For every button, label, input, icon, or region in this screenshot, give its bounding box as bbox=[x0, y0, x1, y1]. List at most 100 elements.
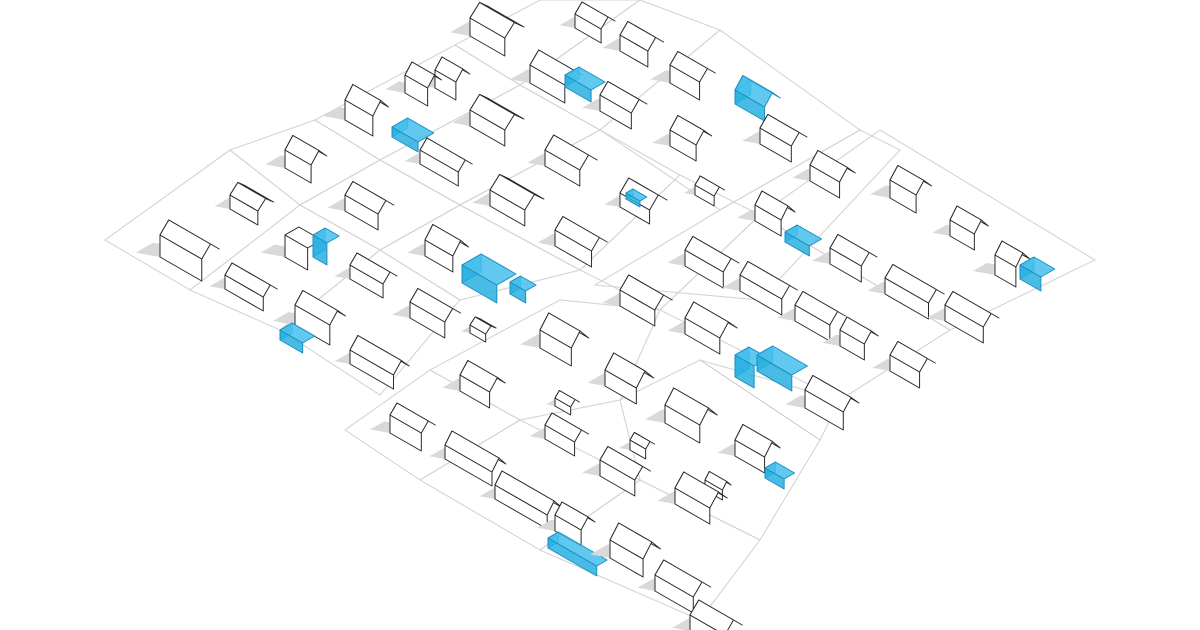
house bbox=[392, 288, 461, 339]
house bbox=[792, 150, 856, 199]
highlighted-addition bbox=[1019, 256, 1056, 292]
house bbox=[323, 84, 389, 137]
roof-front bbox=[689, 599, 734, 630]
roof-front bbox=[754, 190, 789, 221]
roof-front bbox=[599, 81, 640, 114]
roof-front bbox=[704, 471, 728, 491]
flat-roof bbox=[312, 227, 340, 244]
house bbox=[404, 137, 473, 187]
house bbox=[785, 375, 860, 431]
roof-front bbox=[554, 501, 589, 531]
roof-front bbox=[434, 56, 464, 83]
house bbox=[684, 175, 726, 207]
roof-front bbox=[159, 219, 211, 260]
flat-roof bbox=[764, 461, 796, 480]
roof-front bbox=[809, 150, 848, 183]
house bbox=[260, 226, 323, 271]
house bbox=[602, 21, 664, 68]
house bbox=[777, 291, 846, 342]
house bbox=[472, 174, 545, 227]
house bbox=[867, 264, 945, 320]
roof-front bbox=[284, 135, 320, 166]
roof-front bbox=[654, 559, 703, 598]
house bbox=[722, 261, 798, 316]
roof-front bbox=[404, 61, 436, 89]
roof-front bbox=[694, 175, 720, 197]
highlighted-addition bbox=[784, 224, 823, 257]
roof-front bbox=[794, 291, 839, 326]
roof-front bbox=[489, 174, 535, 211]
house bbox=[652, 115, 713, 162]
roof-front bbox=[669, 115, 705, 146]
house bbox=[637, 559, 712, 614]
house bbox=[370, 402, 436, 452]
roof-front bbox=[804, 375, 852, 413]
house bbox=[510, 49, 583, 104]
lot-outline bbox=[453, 0, 641, 86]
house bbox=[667, 236, 740, 289]
roof-front bbox=[459, 360, 498, 393]
house bbox=[461, 316, 497, 343]
roof-front bbox=[839, 316, 872, 345]
roof-front bbox=[664, 387, 709, 426]
house bbox=[527, 134, 598, 187]
flat-roof bbox=[564, 66, 606, 91]
roof-front bbox=[344, 181, 387, 215]
roof-front bbox=[544, 134, 589, 171]
highlighted-addition bbox=[764, 461, 796, 490]
roof-front bbox=[224, 262, 271, 298]
house bbox=[334, 252, 398, 299]
roof-front bbox=[349, 252, 391, 285]
house bbox=[442, 360, 506, 409]
roof-front bbox=[349, 335, 402, 376]
house bbox=[872, 341, 936, 389]
house bbox=[429, 430, 507, 487]
roof-front bbox=[469, 316, 492, 335]
roof-front bbox=[949, 205, 982, 235]
roof-front bbox=[619, 274, 664, 311]
highlighted-addition bbox=[756, 345, 808, 392]
house bbox=[645, 387, 718, 444]
roof-front bbox=[674, 471, 719, 509]
flat-roof bbox=[391, 117, 435, 143]
flat-roof bbox=[547, 531, 608, 567]
roof-front bbox=[739, 261, 791, 300]
roof-front bbox=[604, 352, 646, 389]
house bbox=[602, 274, 673, 327]
house bbox=[537, 216, 608, 268]
roof-front bbox=[469, 2, 515, 39]
flat-roof bbox=[1019, 256, 1056, 278]
highlighted-addition bbox=[461, 253, 517, 304]
house bbox=[265, 135, 328, 184]
house bbox=[559, 1, 616, 44]
roof-front bbox=[889, 341, 928, 373]
highlighted-addition bbox=[391, 117, 435, 153]
roof-front bbox=[389, 402, 429, 434]
roof-front bbox=[884, 264, 937, 304]
roof-front bbox=[829, 234, 870, 267]
lot-outline bbox=[593, 129, 901, 301]
house bbox=[327, 181, 395, 231]
house bbox=[135, 219, 220, 282]
house bbox=[450, 2, 525, 57]
highlighted-addition bbox=[625, 188, 648, 208]
roof-front bbox=[409, 288, 454, 323]
house bbox=[582, 81, 648, 130]
highlighted-addition bbox=[509, 275, 537, 304]
house bbox=[520, 312, 590, 367]
flat-roof bbox=[625, 188, 648, 202]
house bbox=[717, 424, 781, 474]
highlighted-addition bbox=[547, 531, 608, 577]
flat-roof bbox=[756, 345, 808, 376]
house bbox=[812, 234, 878, 283]
roof-front bbox=[684, 301, 729, 339]
flat-roof bbox=[509, 275, 537, 292]
roof-front bbox=[494, 470, 555, 516]
flat-roof bbox=[784, 224, 823, 247]
highlighted-addition bbox=[734, 75, 781, 122]
house bbox=[672, 599, 743, 630]
roof-front bbox=[419, 137, 466, 173]
flat-roof bbox=[279, 322, 316, 344]
roof-front bbox=[424, 224, 462, 257]
